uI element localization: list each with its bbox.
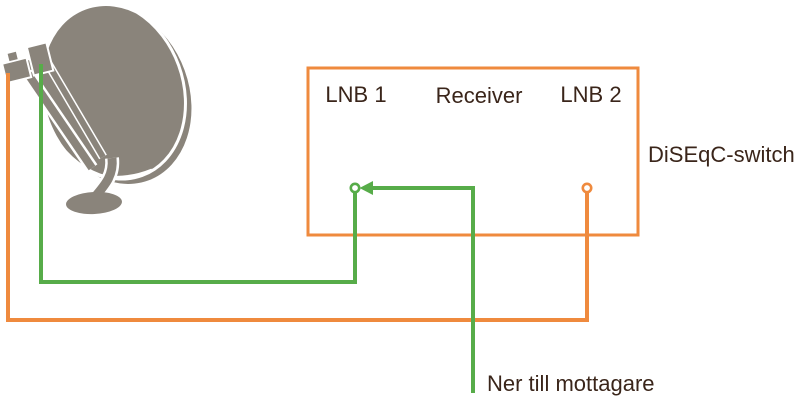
- dish-foot-base: [66, 191, 122, 215]
- arrow-left-icon: [359, 181, 373, 195]
- lnb2-label: LNB 2: [560, 82, 621, 107]
- down-to-receiver-label: Ner till mottagare: [487, 371, 655, 396]
- lnb1-cable: [39, 64, 357, 284]
- dish-rim-highlight: [35, 0, 187, 181]
- receiver-label: Receiver: [436, 83, 523, 108]
- satellite-dish-icon: [0, 0, 192, 215]
- lnb2-cable: [6, 73, 589, 322]
- lnb-head-1-cap: [5, 49, 20, 63]
- dish-arm-strut2: [44, 60, 106, 159]
- lnb2-port: [581, 182, 593, 194]
- dish-bottom-highlight: [48, 146, 153, 179]
- lnb-head-2: [25, 41, 55, 77]
- switch-name-label: DiSEqC-switch: [648, 142, 795, 167]
- lnb1-label: LNB 1: [325, 82, 386, 107]
- dish-arm-strut: [24, 71, 96, 171]
- receiver-cable: [372, 186, 475, 393]
- lnb1-port: [349, 182, 361, 194]
